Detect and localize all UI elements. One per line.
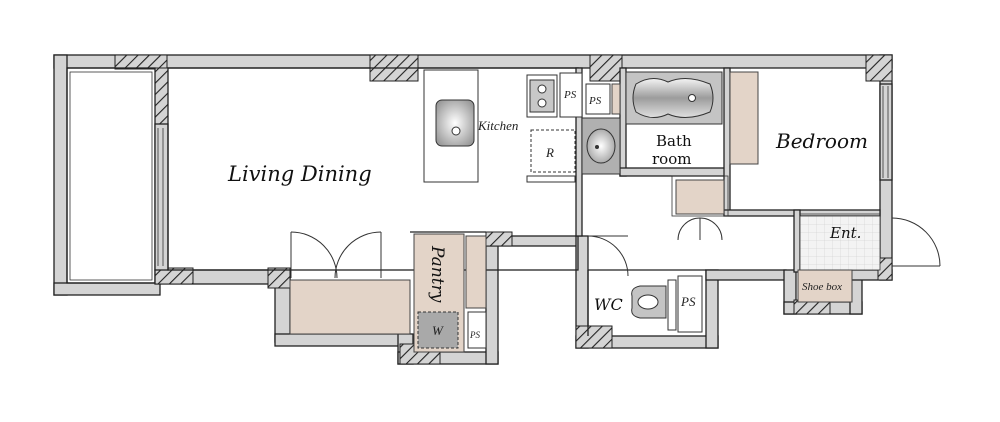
pantry-ps-label: PS [469,330,480,340]
wc-ps-label: PS [680,294,696,309]
bedroom-window [879,83,893,181]
balcony [66,67,156,284]
bath-ps-box [585,83,611,115]
kitchen-label: Kitchen [477,118,518,133]
shoe-box [797,269,853,303]
wc-label: WC [594,295,623,314]
kitchen-ps-label: PS [563,89,577,101]
bathroom: Bath room [625,71,723,168]
stove [526,74,558,118]
shoe-box-label: Shoe box [802,281,842,293]
bedroom: Bedroom [729,71,868,165]
balcony-sliding-door [154,123,169,271]
structural-columns [114,54,893,365]
pantry: Pantry W PS [413,233,487,353]
pantry-label: Pantry [427,245,447,303]
bath-label-line1: Bath [656,132,692,150]
living-closet-doors [290,231,382,279]
entrance-label: Ent. [829,224,861,242]
vanity-sink [581,117,621,175]
corridor-closet [671,175,729,241]
bath-label-line2: room [652,150,691,168]
wc: WC PS [594,275,703,333]
storage-closet [289,279,411,335]
bedroom-label: Bedroom [775,129,868,153]
entrance: Ent. Shoe box [797,215,941,303]
refrigerator-label: R [545,145,554,160]
kitchen-ps-box [559,72,583,118]
washer [417,311,459,349]
kitchen-island [423,69,479,183]
corridor-door [587,235,629,277]
refrigerator: R [530,129,576,173]
living-dining-label: Living Dining [227,162,372,186]
washer-label: W [432,323,444,338]
bath-ps-label: PS [588,95,602,107]
